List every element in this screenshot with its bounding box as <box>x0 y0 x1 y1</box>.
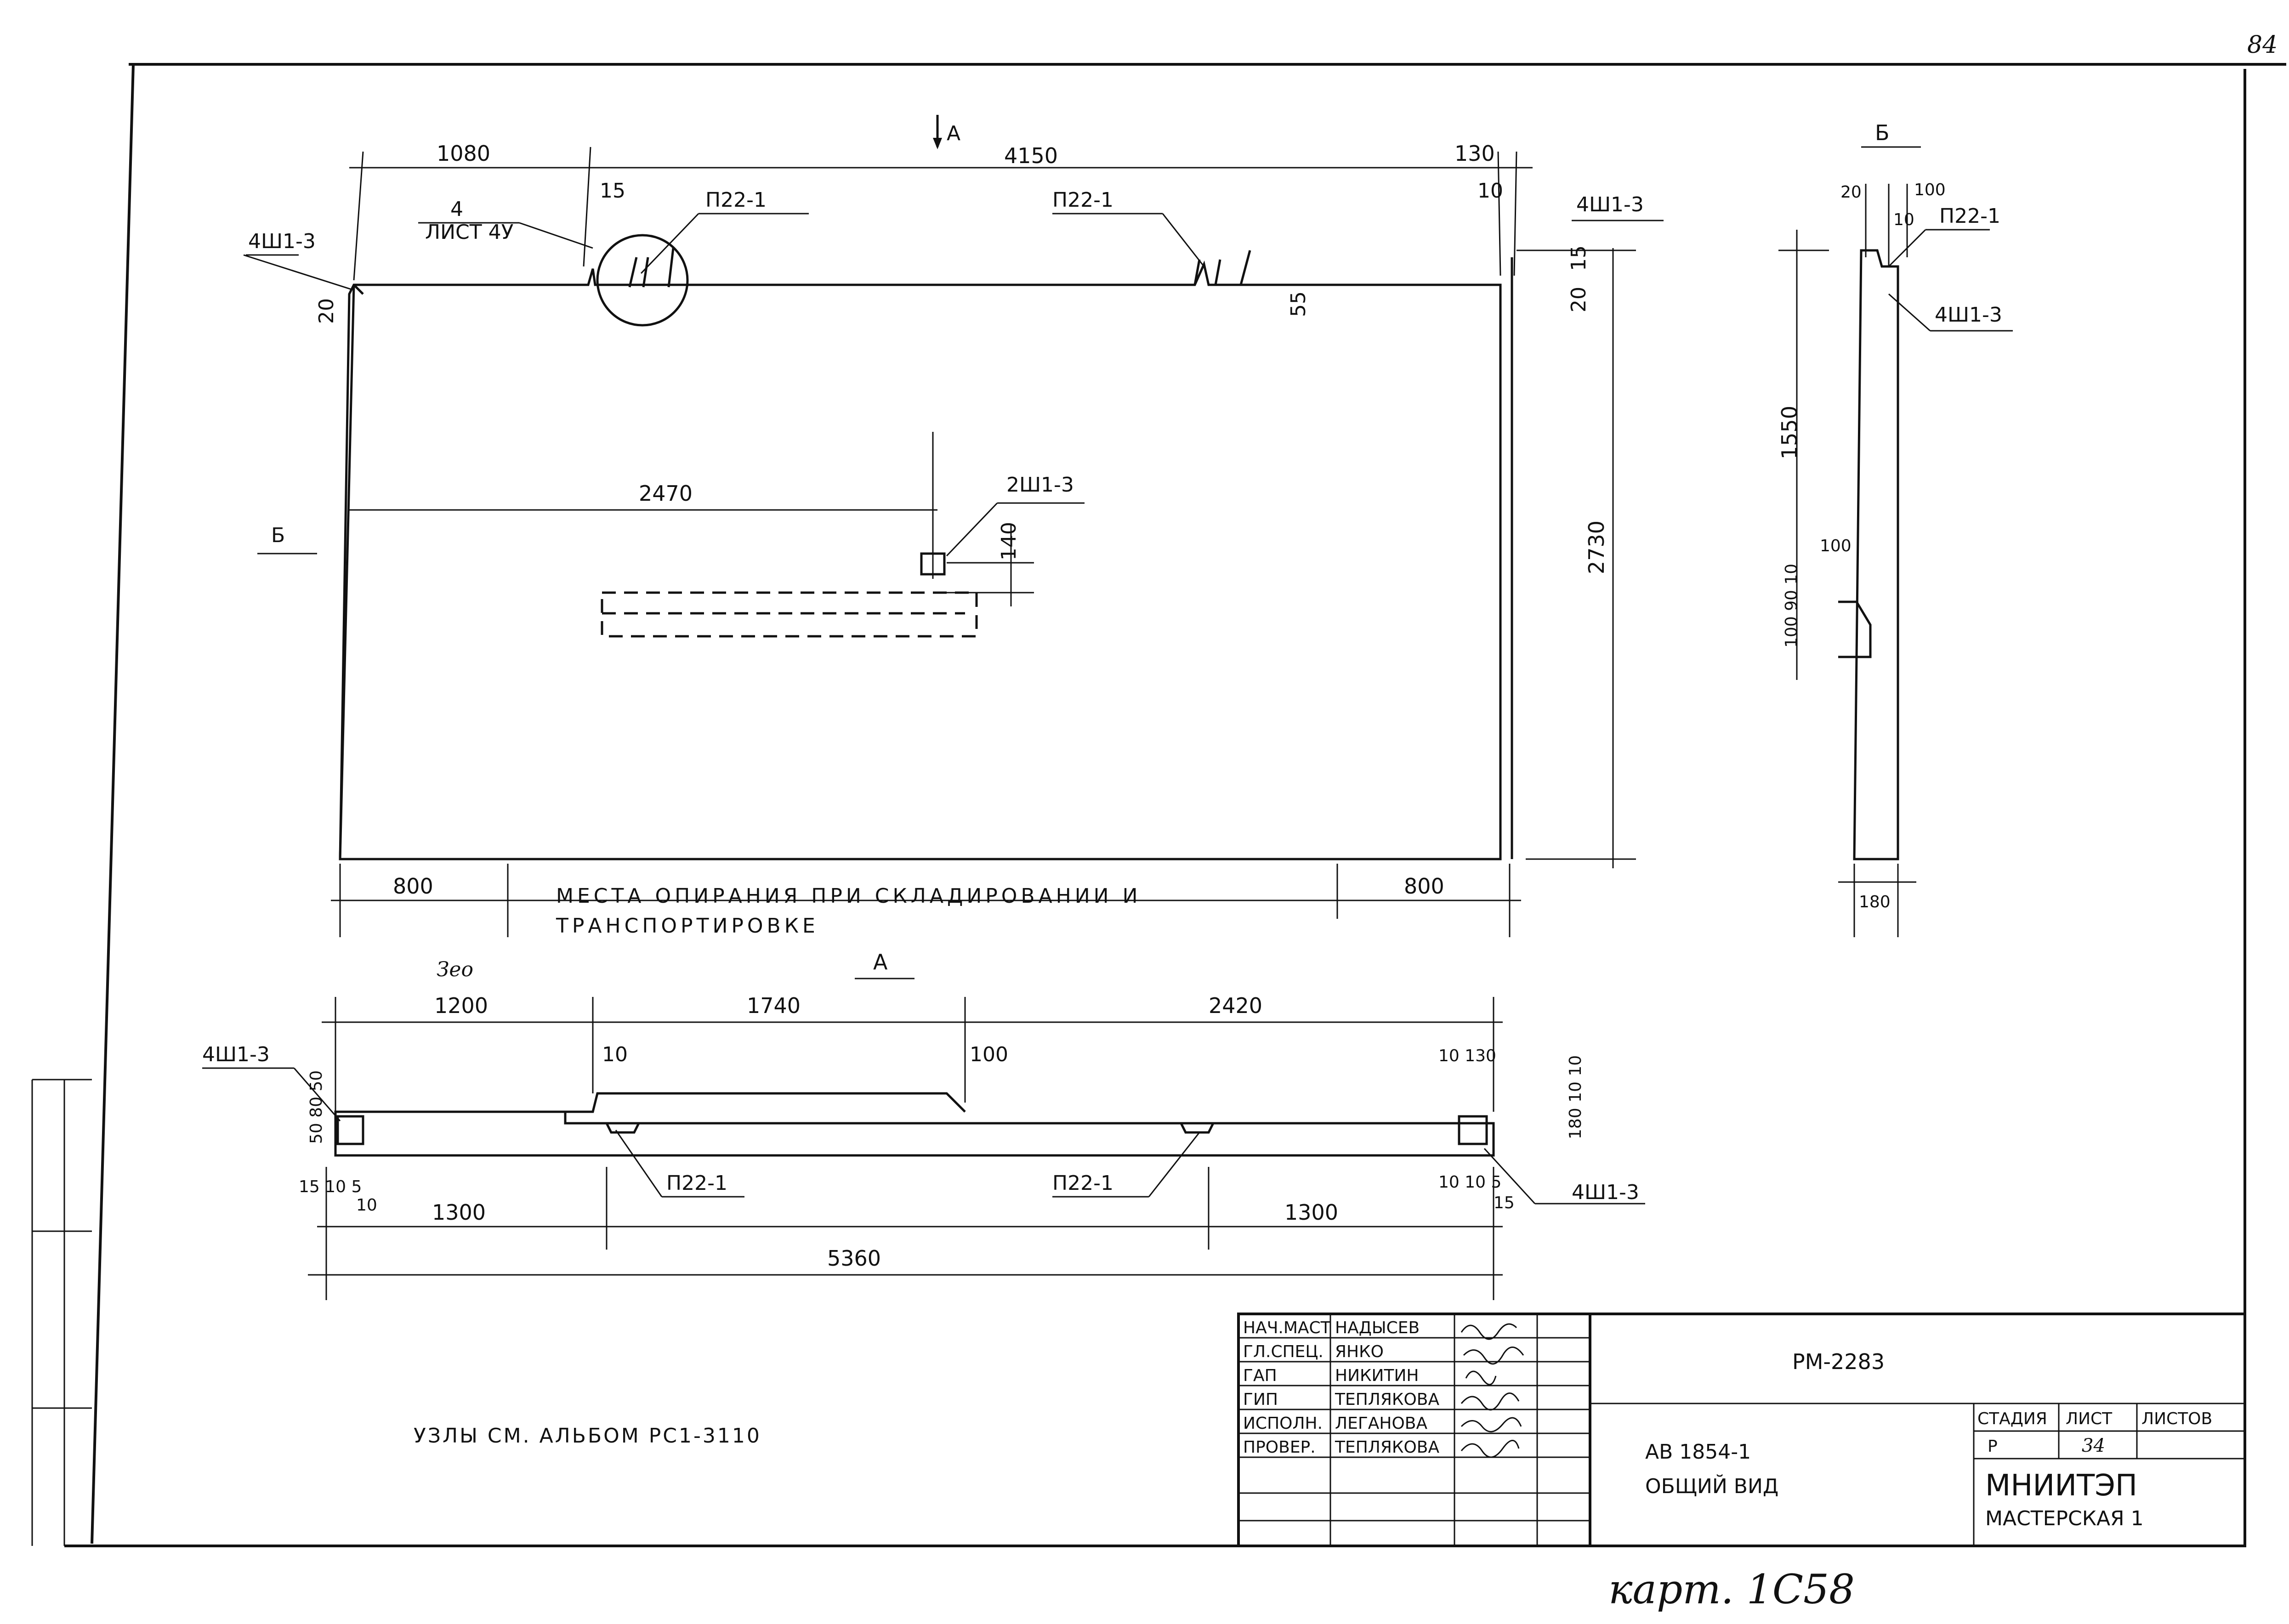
section-b-niche <box>1838 600 1872 658</box>
dim-b-top-20: 20 <box>1840 183 1862 202</box>
nodes-reference-note: УЗЛЫ СМ. АЛЬБОМ РС1-3110 <box>414 1424 761 1448</box>
loop-label-2: П22-1 <box>1052 188 1113 212</box>
section-a-loop-2: П22-1 <box>1052 1171 1113 1195</box>
dim-a-top-2: 1740 <box>747 993 801 1018</box>
view-name: ОБЩИЙ ВИД <box>1645 1474 1778 1498</box>
loop-label-1: П22-1 <box>705 188 767 212</box>
role-4: ГИП <box>1243 1390 1278 1409</box>
anchor-label-left: 4Ш1-3 <box>248 230 316 253</box>
section-b-loop-label: П22-1 <box>1939 204 2000 228</box>
col-sheet: ЛИСТ <box>2066 1409 2113 1428</box>
stage-value: Р <box>1988 1437 1998 1456</box>
section-b-outline <box>1853 249 1899 860</box>
section-b-anchor-label: 4Ш1-3 <box>1935 303 2002 327</box>
name-1: НАДЫСЕВ <box>1335 1318 1420 1337</box>
detail-circle <box>596 234 689 327</box>
dim-a-bottom-left-10: 10 <box>356 1196 377 1215</box>
lifting-loop-right <box>1193 250 1251 285</box>
dim-pos-x: 2470 <box>639 481 693 506</box>
org-name: МНИИТЭП <box>1985 1469 2137 1503</box>
dim-a-bottom-right-row: 10 10 5 <box>1438 1173 1501 1192</box>
name-2: ЯНКО <box>1335 1342 1384 1361</box>
role-1: НАЧ.МАСТ <box>1243 1318 1331 1337</box>
dim-bottom-right: 800 <box>1404 874 1444 899</box>
dim-top-left: 1080 <box>437 141 490 166</box>
sheet-value: 34 <box>2082 1435 2105 1456</box>
role-2: ГЛ.СПЕЦ. <box>1243 1342 1323 1361</box>
callout-sheet: ЛИСТ 4У <box>425 221 514 244</box>
dim-b-mid-100: 100 <box>1820 537 1852 555</box>
page-number: 84 <box>2247 31 2278 59</box>
dim-b-top-100: 100 <box>1914 181 1946 199</box>
dim-a-100: 100 <box>970 1043 1008 1066</box>
dim-pos-y: 140 <box>997 522 1021 560</box>
dim-b-stack: 100 90 10 <box>1782 564 1801 648</box>
name-5: ЛЕГАНОВА <box>1335 1414 1428 1433</box>
section-a-anchor-left: 4Ш1-3 <box>202 1043 270 1066</box>
name-4: ТЕПЛЯКОВА <box>1335 1390 1439 1409</box>
callout-number: 4 <box>450 198 463 221</box>
dim-a-bottom-right-15: 15 <box>1494 1194 1515 1212</box>
org-workshop: МАСТЕРСКАЯ 1 <box>1985 1507 2144 1530</box>
dim-a-10: 10 <box>602 1043 628 1066</box>
dim-top-mid: 4150 <box>1004 143 1058 168</box>
lifting-loop-left <box>596 234 689 327</box>
dim-depth-55: 55 <box>1287 291 1310 317</box>
section-a-loop-1: П22-1 <box>666 1171 727 1195</box>
dim-small-10: 10 <box>1477 179 1503 203</box>
dim-a-total: 5360 <box>827 1246 881 1271</box>
name-6: ТЕПЛЯКОВА <box>1335 1438 1439 1457</box>
section-mark-b-left: Б <box>271 524 285 547</box>
dim-a-bot-2: 1300 <box>1284 1200 1338 1225</box>
dim-a-top-3: 2420 <box>1209 993 1262 1018</box>
handwritten-note-zeo: Зео <box>437 958 473 981</box>
dim-a-bottom-left-row: 15 10 5 <box>299 1177 362 1196</box>
section-a: Зео A 1200 1740 2420 10 100 10 130 4Ш1-3… <box>202 950 1645 1300</box>
dim-b-top-10: 10 <box>1893 210 1914 229</box>
signatures <box>1460 1323 1524 1458</box>
section-a-anchor-right: 4Ш1-3 <box>1572 1181 1639 1204</box>
dim-a-right-stack: 180 10 10 <box>1566 1055 1585 1139</box>
dim-top-right: 130 <box>1454 141 1495 166</box>
name-3: НИКИТИН <box>1335 1366 1419 1385</box>
anchor-right-box <box>1458 1115 1488 1145</box>
anchor-left-box <box>336 1115 364 1145</box>
support-note-line-2: ТРАНСПОРТИРОВКЕ <box>556 914 819 938</box>
col-sheets: ЛИСТОВ <box>2141 1409 2212 1428</box>
dim-right-15: 15 <box>1567 245 1590 271</box>
anchor-label-mid: 2Ш1-3 <box>1006 473 1074 497</box>
drawing-code: РМ-2283 <box>1792 1349 1885 1374</box>
dim-height: 2730 <box>1584 521 1609 574</box>
section-mark-a-top: A <box>947 122 960 145</box>
col-stage: СТАДИЯ <box>1977 1409 2047 1428</box>
section-a-title: A <box>873 950 888 974</box>
dim-a-left-stack: 50 80 50 <box>307 1070 326 1144</box>
embedded-channel <box>601 591 978 638</box>
role-6: ПРОВЕР. <box>1243 1438 1316 1457</box>
anchor-label-right: 4Ш1-3 <box>1576 193 1644 216</box>
role-5: ИСПОЛН. <box>1243 1414 1323 1433</box>
sheet-frame <box>31 63 2286 1547</box>
dim-left-20: 20 <box>315 298 338 324</box>
dim-a-10-130: 10 130 <box>1438 1047 1496 1065</box>
dim-a-top-1: 1200 <box>434 993 488 1018</box>
section-b: Б 20 10 100 П22-1 4Ш1-3 1550 100 100 90 … <box>1777 120 2013 937</box>
section-a-outline <box>334 1110 1495 1157</box>
dim-b-width: 180 <box>1859 893 1891 911</box>
support-note-line-1: МЕСТА ОПИРАНИЯ ПРИ СКЛАДИРОВАНИИ И <box>556 884 1142 908</box>
section-b-title: Б <box>1875 120 1890 145</box>
dim-small-15: 15 <box>600 179 625 203</box>
product-code: АВ 1854-1 <box>1645 1440 1751 1464</box>
role-3: ГАП <box>1243 1366 1277 1385</box>
handwritten-card-number: карт. 1С58 <box>1608 1566 1855 1613</box>
title-block: НАЧ.МАСТ ГЛ.СПЕЦ. ГАП ГИП ИСПОЛН. ПРОВЕР… <box>1237 1313 2246 1547</box>
dim-bottom-left: 800 <box>393 874 433 899</box>
plan-view: 1080 4150 130 15 10 A 4Ш1-3 20 4 ЛИСТ 4У… <box>243 115 1664 938</box>
dim-right-20: 20 <box>1567 287 1590 312</box>
dim-b-upper-h: 1550 <box>1777 406 1802 459</box>
dim-a-bot-1: 1300 <box>432 1200 486 1225</box>
